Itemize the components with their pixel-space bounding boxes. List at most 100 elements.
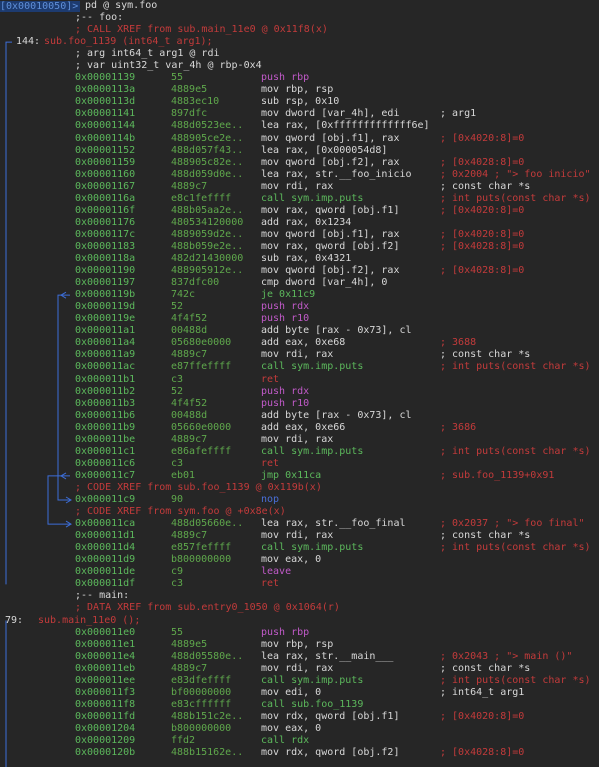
instruction-address: 0x000011b9 xyxy=(75,421,136,433)
instruction-bytes: 90 xyxy=(171,494,184,505)
instruction-mnemonic: call sym.imp.puts xyxy=(261,361,364,373)
instruction-address: 0x000011c9 xyxy=(75,494,136,505)
disasm-line[interactable]: ; arg int64_t arg1 @ rdi xyxy=(0,48,599,60)
disasm-line[interactable]: ; CODE XREF from sub.foo_1139 @ 0x119b(x… xyxy=(0,482,599,494)
command-line[interactable]: [0x00010050]> pd @ sym.foo xyxy=(0,0,157,12)
disasm-line[interactable]: ;-- main: xyxy=(0,590,599,602)
disasm-line[interactable]: ; DATA XREF from sub.entry0_1050 @ 0x106… xyxy=(0,602,599,614)
instruction-bytes: 4889c7 xyxy=(171,433,208,445)
flow-arrows xyxy=(5,41,72,767)
instruction-address: 0x00001144 xyxy=(75,120,136,132)
disasm-line[interactable]: ; var uint32_t var_4h @ rbp-0x4 xyxy=(0,60,599,72)
instruction-mnemonic: call sym.imp.puts xyxy=(261,674,364,686)
instruction-mnemonic: mov rdi, rax xyxy=(261,180,334,192)
instruction-bytes: 00488d xyxy=(171,325,208,337)
instruction-bytes: 488b059e2e.. xyxy=(171,240,244,252)
instruction-address: 0x00001139 xyxy=(75,72,136,84)
instruction-address: 0x00001209 xyxy=(75,735,136,746)
instruction-bytes: 4889e5 xyxy=(171,84,208,96)
instruction-mnemonic: ret xyxy=(261,578,280,590)
instruction-comment: ; [0x4020:8]=0 xyxy=(440,204,525,216)
instruction-address: 0x000011fd xyxy=(75,710,136,722)
disasm-line[interactable]: ; CALL XREF from sub.main_11e0 @ 0x11f8(… xyxy=(0,24,599,36)
instruction-bytes: 4883ec10 xyxy=(171,96,220,108)
instruction-address: 0x000011a9 xyxy=(75,349,136,361)
instruction-address: 0x000011e1 xyxy=(75,638,136,650)
instruction-mnemonic: add eax, 0xe66 xyxy=(261,421,346,433)
instruction-bytes: 4889e5 xyxy=(171,638,208,650)
instruction-mnemonic: push rdx xyxy=(261,385,310,397)
instruction-address: 0x00001197 xyxy=(75,277,136,289)
instruction-mnemonic: mov dword [var_4h], edi xyxy=(261,108,400,120)
instruction-comment: ; const char *s xyxy=(440,530,531,542)
disasm-line[interactable]: 144:sub.foo_1139 (int64_t arg1); xyxy=(0,36,599,48)
instruction-address: 0x000011f3 xyxy=(75,686,136,698)
instruction-bytes: 488905ce2e.. xyxy=(171,132,244,144)
instruction-bytes: 4889c7 xyxy=(171,180,208,192)
instruction-address: 0x00001204 xyxy=(75,722,136,734)
disasm-line[interactable]: 79:sub.main_11e0 (); xyxy=(0,615,599,627)
disasm-line[interactable]: ;-- foo: xyxy=(0,12,599,24)
instruction-mnemonic: mov qword [obj.f1], rax xyxy=(261,228,400,240)
annotation-text: ; arg int64_t arg1 @ rdi xyxy=(75,48,220,60)
instruction-mnemonic: add rax, 0x1234 xyxy=(261,216,352,228)
instruction-bytes: 488905c82e.. xyxy=(171,156,244,168)
instruction-bytes: e857feffff xyxy=(171,542,232,554)
instruction-mnemonic: mov rdi, rax xyxy=(261,433,334,445)
disasm-line[interactable]: ; CODE XREF from sym.foo @ +0x8e(x) xyxy=(0,506,599,518)
